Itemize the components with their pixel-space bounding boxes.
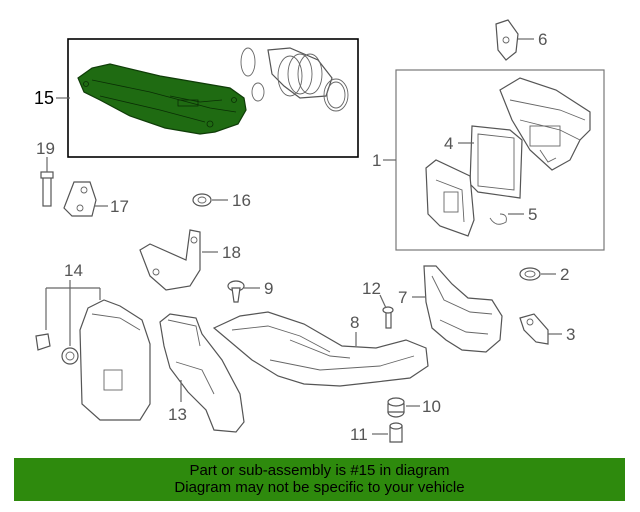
clip-14a [35, 333, 51, 351]
hose-clamp-set [240, 47, 349, 112]
air-cleaner-lower-housing [425, 159, 475, 237]
callout-7[interactable]: 7 [398, 288, 407, 307]
banner-line-2: Diagram may not be specific to your vehi… [174, 479, 465, 496]
callout-18[interactable]: 18 [222, 243, 241, 262]
air-filter-element [469, 125, 523, 199]
bracket-17 [63, 181, 97, 217]
parts-diagram: 15 1 4 [34, 19, 605, 444]
callout-17[interactable]: 17 [110, 197, 129, 216]
callout-4[interactable]: 4 [444, 134, 453, 153]
bolt-19 [40, 171, 54, 207]
callout-19[interactable]: 19 [36, 139, 55, 158]
intake-duct-13 [159, 313, 245, 433]
air-duct-8 [212, 311, 429, 387]
clip-14b [61, 347, 79, 365]
grommet-2 [519, 267, 541, 281]
callout-14[interactable]: 14 [64, 261, 83, 280]
banner-line-1: Part or sub-assembly is #15 in diagram [189, 462, 450, 479]
callout-5[interactable]: 5 [528, 205, 537, 224]
callout-10[interactable]: 10 [422, 397, 441, 416]
push-clip-9 [227, 280, 245, 303]
grommet-10 [387, 397, 405, 418]
info-banner: Part or sub-assembly is #15 in diagram D… [14, 458, 625, 501]
clip-5 [489, 213, 507, 225]
callout-13[interactable]: 13 [168, 405, 187, 424]
bracket-18 [139, 229, 201, 291]
resonator-14 [79, 299, 151, 421]
callout-12[interactable]: 12 [362, 279, 381, 298]
callout-2[interactable]: 2 [560, 265, 569, 284]
callout-3[interactable]: 3 [566, 325, 575, 344]
sleeve-11 [389, 422, 403, 443]
callout-11[interactable]: 11 [350, 425, 368, 444]
callout-15[interactable]: 15 [34, 88, 54, 108]
grommet-16 [192, 193, 212, 207]
bracket-3 [519, 313, 549, 345]
callout-9[interactable]: 9 [264, 279, 273, 298]
callout-1[interactable]: 1 [372, 151, 381, 170]
bracket-6 [495, 19, 519, 61]
callout-16[interactable]: 16 [232, 191, 251, 210]
air-duct-7 [423, 265, 503, 353]
intake-duct-15[interactable] [77, 63, 247, 135]
bolt-12 [382, 306, 394, 329]
air-cleaner-upper-housing [499, 77, 591, 171]
callout-8[interactable]: 8 [350, 313, 359, 332]
callout-6[interactable]: 6 [538, 30, 547, 49]
